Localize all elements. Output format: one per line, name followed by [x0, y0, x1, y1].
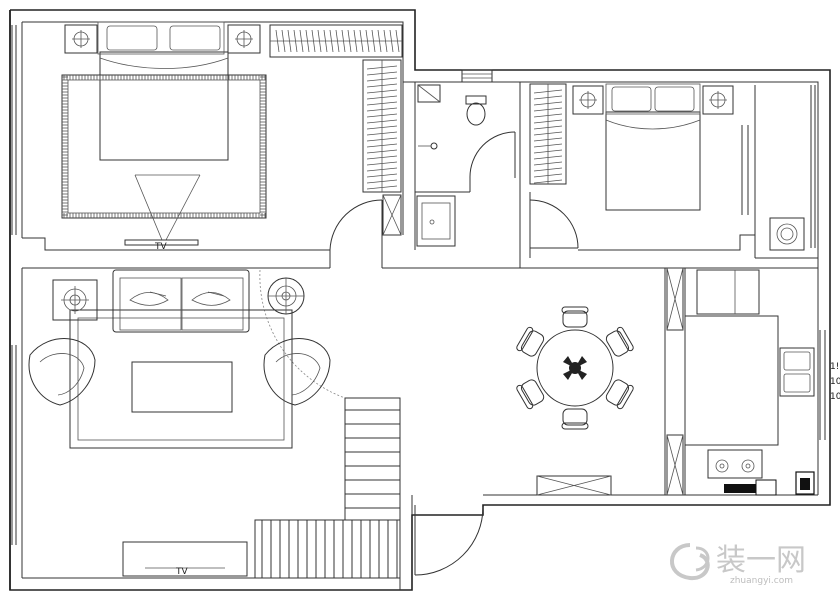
bathroom	[416, 69, 493, 247]
master-wardrobe-side	[362, 59, 402, 193]
kitchen-sink	[779, 347, 815, 397]
bath-vent	[461, 69, 493, 83]
dining-area	[516, 306, 634, 496]
watermark: 装一网 zhuangyi.com	[670, 543, 806, 586]
stairs	[261, 397, 401, 578]
kitchen-counter	[685, 315, 779, 446]
interior-walls	[22, 22, 818, 590]
living-room: TV	[28, 269, 331, 577]
master-wardrobe-top	[269, 24, 403, 58]
second-nightstand-left	[572, 85, 604, 115]
kitchen: 1! 10 10	[666, 267, 840, 496]
svg-text:10: 10	[830, 392, 840, 402]
master-rug	[61, 74, 267, 219]
master-tv-label: TV	[154, 242, 167, 252]
side-table-left	[52, 279, 98, 321]
cabinet-lower	[666, 434, 684, 496]
master-tv-cabinet: TV	[124, 239, 199, 252]
flue-shaft	[724, 471, 815, 496]
living-tv-cabinet: TV	[122, 541, 248, 577]
cabinet-upper	[666, 267, 684, 331]
centerpiece	[563, 356, 587, 380]
floor-drain	[430, 142, 438, 150]
watermark-logo-icon	[670, 543, 710, 581]
edge-text: 1! 10 10	[830, 362, 840, 402]
sofa	[112, 269, 250, 333]
svg-text:1!: 1!	[830, 362, 839, 372]
armchair-left	[28, 338, 96, 406]
side-table-right	[267, 277, 305, 315]
living-tv-label: TV	[175, 567, 188, 577]
refrigerator	[696, 269, 760, 315]
washing-machine	[769, 217, 805, 251]
toilet	[465, 95, 487, 126]
exterior-walls	[9, 9, 831, 591]
armchair-right	[263, 338, 331, 406]
master-bedroom: TV	[61, 21, 403, 252]
second-wardrobe	[529, 83, 567, 185]
second-bedroom	[529, 83, 805, 251]
svg-text:10: 10	[830, 377, 840, 387]
watermark-url: zhuangyi.com	[730, 576, 793, 586]
master-nightstand-left	[64, 24, 98, 54]
windows	[11, 25, 826, 545]
wash-basin	[416, 195, 456, 247]
master-nightstand-right	[227, 24, 261, 54]
doors	[259, 125, 749, 576]
dining-table	[536, 329, 614, 407]
second-bed	[605, 83, 701, 211]
master-bed	[97, 21, 229, 161]
cooktop	[707, 449, 763, 479]
coffee-table	[131, 361, 233, 413]
master-closet-niche	[382, 194, 402, 236]
sideboard	[536, 475, 612, 496]
second-nightstand-right	[702, 85, 734, 115]
living-rug	[69, 309, 293, 449]
watermark-text: 装一网	[716, 543, 806, 578]
